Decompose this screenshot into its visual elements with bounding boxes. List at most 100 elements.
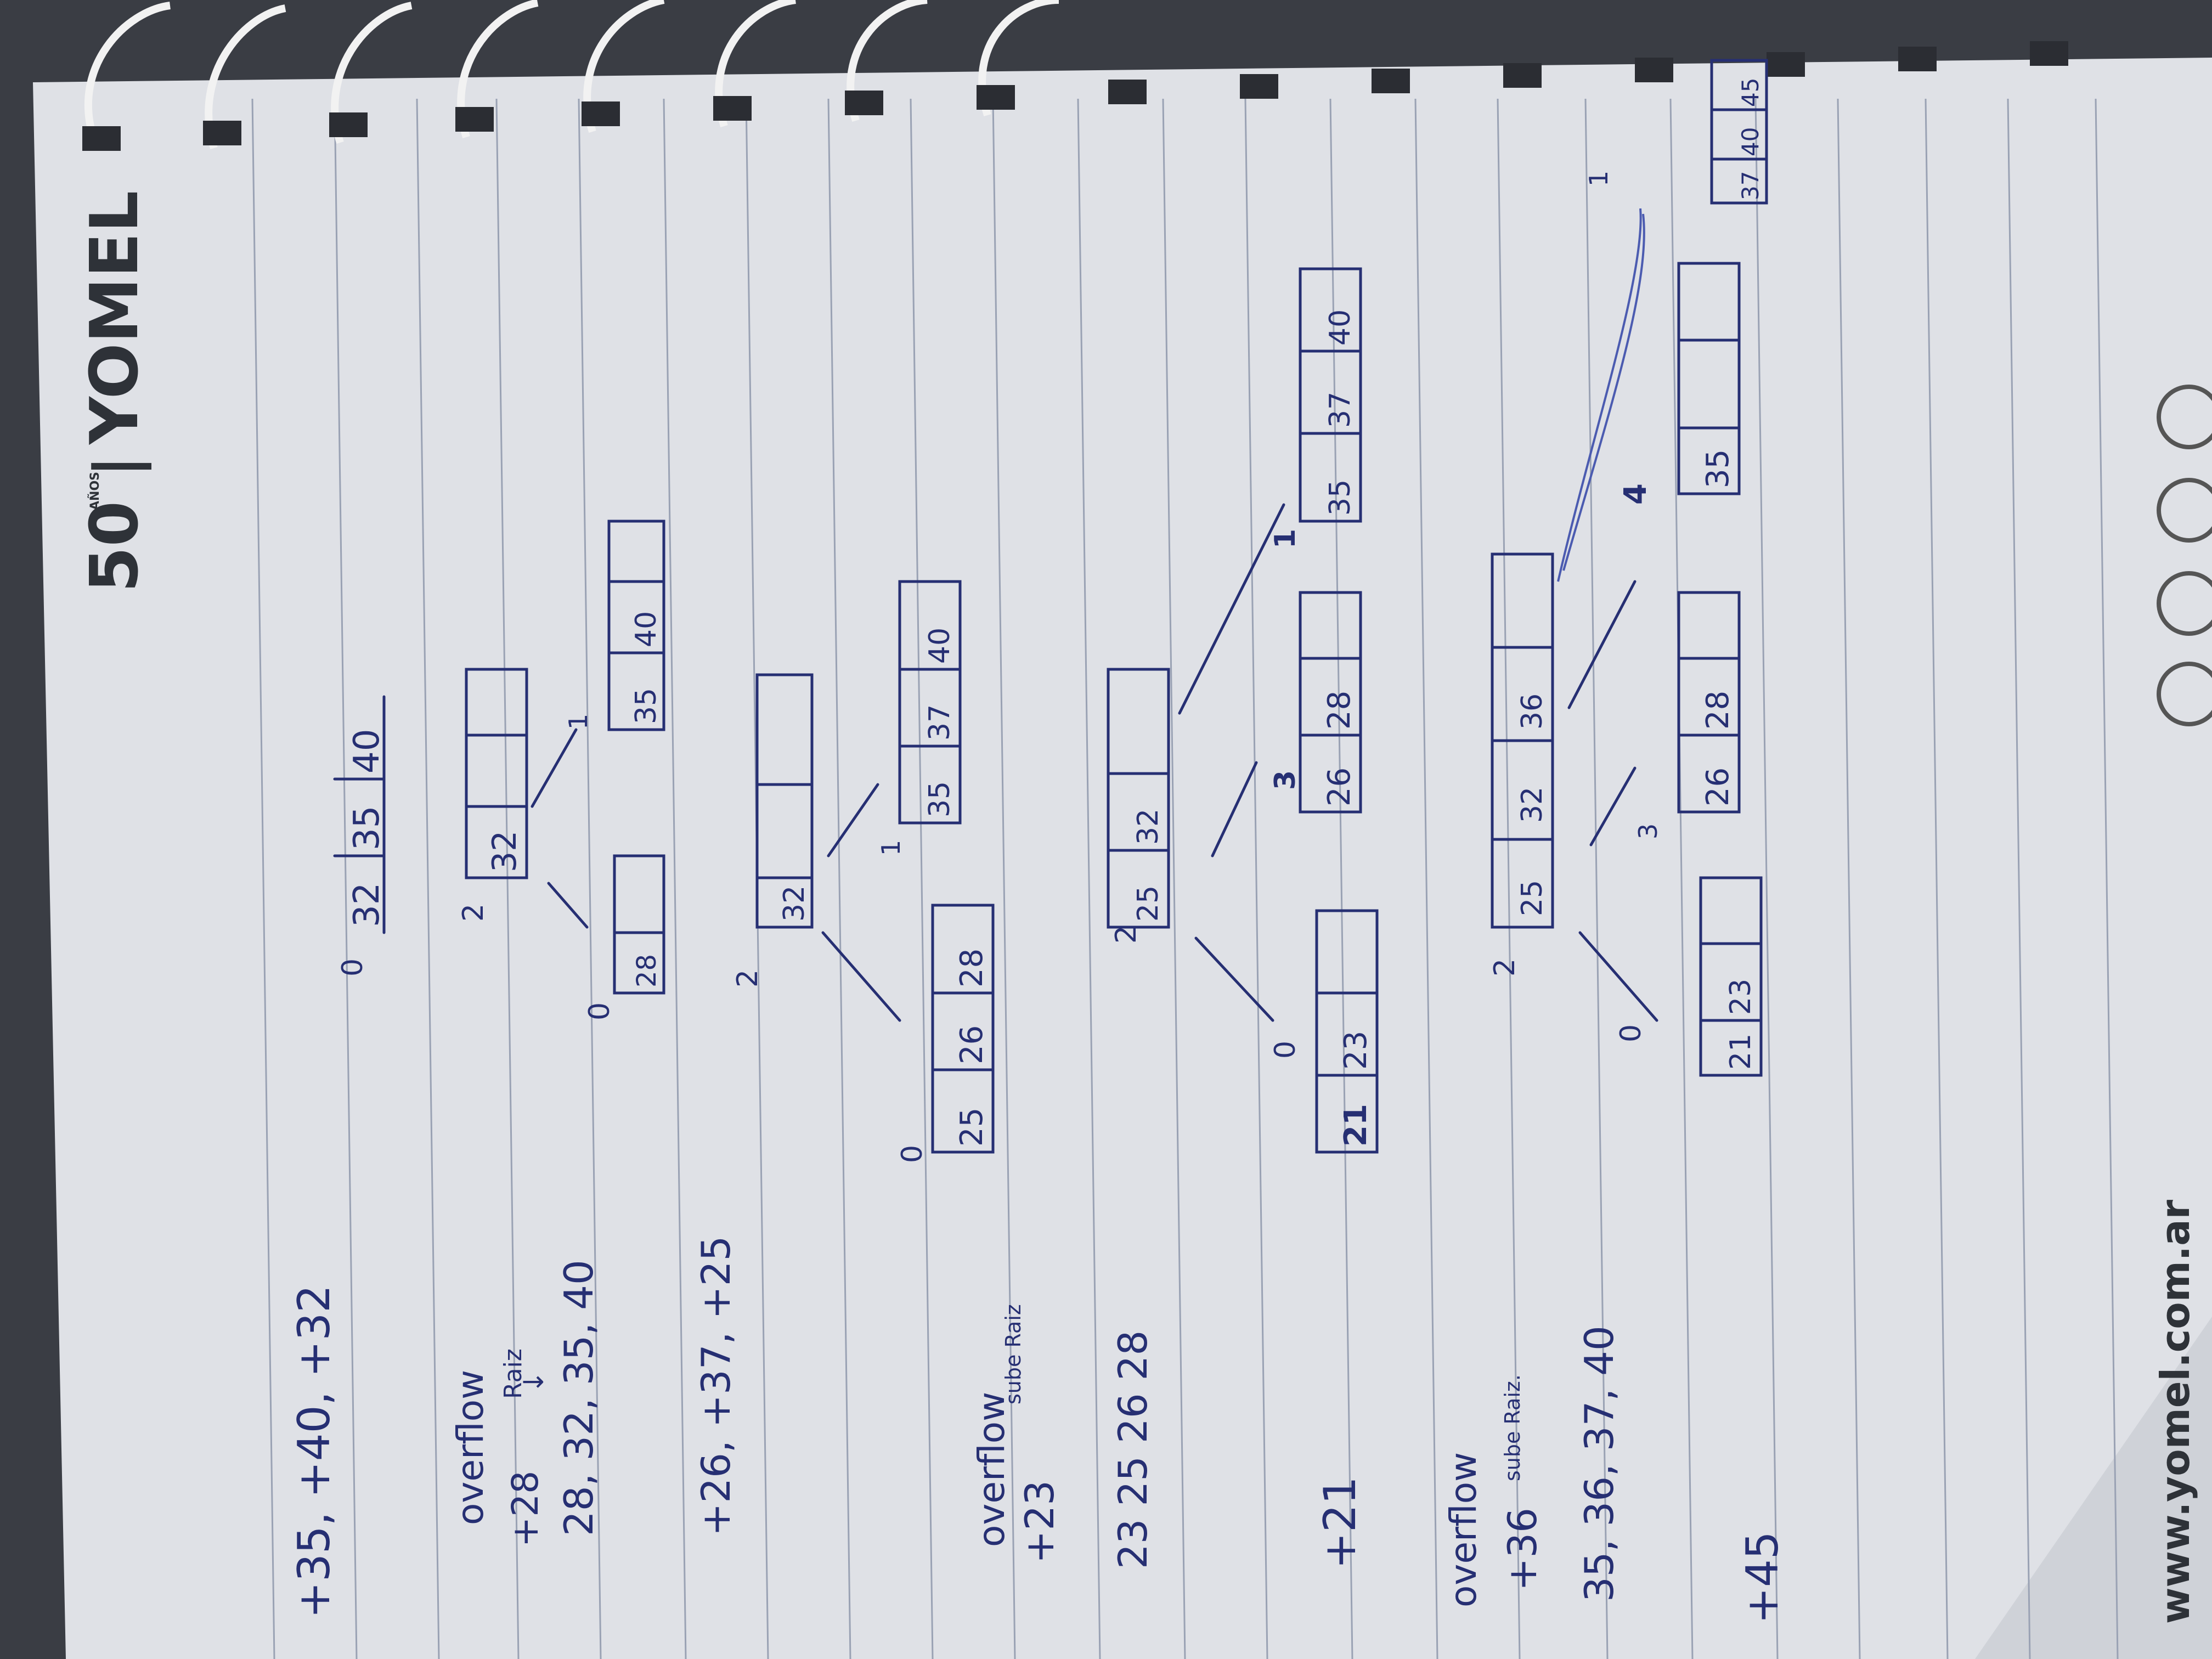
note-op4-label: overflow: [970, 1392, 1013, 1547]
t2-right-number: 1: [563, 714, 593, 730]
t4-root-key-1: 32: [1132, 809, 1165, 845]
note-op4-insert: +23: [1017, 1480, 1063, 1564]
t5-left-node: 21 23: [1699, 876, 1763, 1077]
spiral-binding: [82, 0, 2068, 151]
facebook-icon: [2157, 662, 2212, 726]
t5-mid-key-0: 26: [1700, 768, 1736, 806]
t4-root-key-0: 25: [1132, 885, 1165, 922]
t2-right-node: 35 40: [607, 520, 665, 731]
t5-edge-left: [1578, 931, 1658, 1022]
brand-logo: 50 AÑOS | YOMEL: [77, 191, 153, 592]
t5-far-node: 37 40 45: [1710, 59, 1768, 205]
t5-mid-key-1: 28: [1700, 691, 1736, 730]
t3-right-node: 35 37 40: [898, 580, 962, 825]
note-op1: +35, +40, +32: [289, 1285, 340, 1618]
note-op6-note: sube Raiz.: [1500, 1374, 1525, 1481]
t2-right-key-0: 35: [630, 688, 663, 724]
t4-edge-left: [1194, 936, 1274, 1022]
t5-left-key-1: 23: [1724, 979, 1757, 1015]
brand-anniversary: 50: [77, 501, 153, 592]
t5-far-key-2: 45: [1737, 78, 1764, 107]
t2-edge-left: [547, 882, 589, 929]
t3-root-key-0: 32: [778, 885, 811, 922]
note-op3: +26, +37, +25: [693, 1236, 739, 1536]
t2-left-node: 28: [613, 854, 665, 995]
t4-edge-mid: [1211, 761, 1258, 857]
t5-mid-number: 3: [1633, 823, 1663, 839]
note-op4-sequence: 23 25 26 28: [1110, 1330, 1156, 1569]
t4-left-key-0: 21: [1338, 1104, 1374, 1147]
t5-root-key-2: 36: [1516, 693, 1549, 730]
t5-root-number: 2: [1488, 958, 1521, 977]
t5-root-node: 25 32 36: [1491, 552, 1554, 929]
t3-right-key-0: 35: [923, 781, 956, 817]
tree-2: 2 32 0 28 1 35 40: [457, 520, 665, 1020]
t4-mid-number: 3: [1269, 770, 1302, 790]
t5-edge-far: [1557, 208, 1645, 582]
t2-root-key-0: 32: [486, 831, 524, 872]
t3-root-node: 32: [755, 673, 814, 929]
t5-edge-right: [1567, 580, 1637, 709]
t3-left-key-1: 26: [954, 1025, 990, 1064]
t2-root-number: 2: [457, 904, 490, 922]
t4-edge-right: [1178, 503, 1285, 715]
t4-right-node: 35 37 40: [1299, 267, 1362, 523]
t5-right-node: 35: [1677, 262, 1741, 495]
t5-mid-node: 26 28: [1677, 591, 1741, 814]
t3-left-key-0: 25: [954, 1108, 990, 1147]
t2-root-node: 32: [465, 668, 528, 879]
twitter-icon: [2157, 385, 2212, 449]
t3-right-key-2: 40: [923, 628, 956, 664]
notes-column: +35, +40, +32 overflow Raiz +28 ↓ 28, 32…: [289, 1236, 1788, 1624]
brand-website: www.yomel.com.ar: [2152, 1199, 2198, 1624]
t2-left-number: 0: [583, 1002, 616, 1020]
t5-root-key-0: 25: [1516, 880, 1549, 916]
t1-key-2: 40: [347, 729, 387, 774]
tree-4: 2 25 32 0 21 23 3 26 28 1: [1107, 267, 1379, 1154]
t4-left-key-1: 23: [1338, 1031, 1374, 1070]
t2-left-key-0: 28: [631, 954, 662, 988]
t5-left-number: 0: [1615, 1024, 1647, 1042]
t3-root-number: 2: [731, 969, 764, 988]
note-op2-insert: +28: [504, 1471, 546, 1547]
t5-far-number: 1: [1584, 171, 1613, 187]
social-icons: [2157, 385, 2212, 726]
tree-1: 0 32 35 40: [333, 695, 387, 977]
t5-left-key-0: 21: [1724, 1034, 1757, 1070]
note-op5: +21: [1314, 1476, 1365, 1569]
t1-key-0: 32: [347, 883, 387, 927]
note-op2-sequence: 28, 32, 35, 40: [556, 1260, 602, 1536]
brand-anniversary-small: AÑOS: [88, 472, 102, 510]
t1-node-number: 0: [336, 958, 369, 977]
t1-key-1: 35: [347, 806, 387, 850]
note-op2-label: overflow: [449, 1370, 492, 1525]
t4-left-node: 21 23: [1315, 909, 1379, 1154]
t2-right-key-1: 40: [630, 611, 663, 647]
note-op6-sequence: 35, 36, 37, 40: [1576, 1325, 1622, 1602]
t4-right-key-1: 37: [1324, 392, 1357, 428]
t5-far-key-0: 37: [1737, 171, 1764, 200]
youtube-icon: [2157, 478, 2212, 543]
t1-node: 32 35 40: [333, 695, 387, 934]
instagram-icon: [2157, 571, 2212, 636]
note-op2-root: Raiz: [499, 1348, 527, 1399]
note-op4-note: sube Raiz: [1001, 1304, 1025, 1404]
t3-left-key-2: 28: [954, 949, 990, 988]
tree-3: 2 32 0 25 26 28 1 35 37 40: [731, 580, 995, 1163]
t3-left-number: 0: [896, 1145, 929, 1163]
t5-right-number: 4: [1618, 483, 1654, 505]
tree-5: 2 25 32 36 0 21 23 3 26 28: [1488, 59, 1768, 1077]
t4-left-number: 0: [1269, 1041, 1302, 1059]
t5-right-key-0: 35: [1700, 449, 1736, 488]
note-op6-insert: +36: [1499, 1508, 1545, 1591]
note-op6-label: overflow: [1442, 1452, 1485, 1607]
note-op7: +45: [1737, 1531, 1788, 1624]
t5-far-key-1: 40: [1737, 127, 1764, 156]
t4-right-number: 1: [1269, 529, 1302, 549]
t4-root-node: 25 32: [1107, 668, 1170, 929]
t5-edge-mid: [1589, 766, 1637, 847]
t4-right-key-0: 35: [1324, 479, 1357, 516]
t3-edge-right: [827, 783, 879, 857]
t3-right-number: 1: [876, 840, 906, 856]
brand-separator: |: [81, 455, 152, 477]
